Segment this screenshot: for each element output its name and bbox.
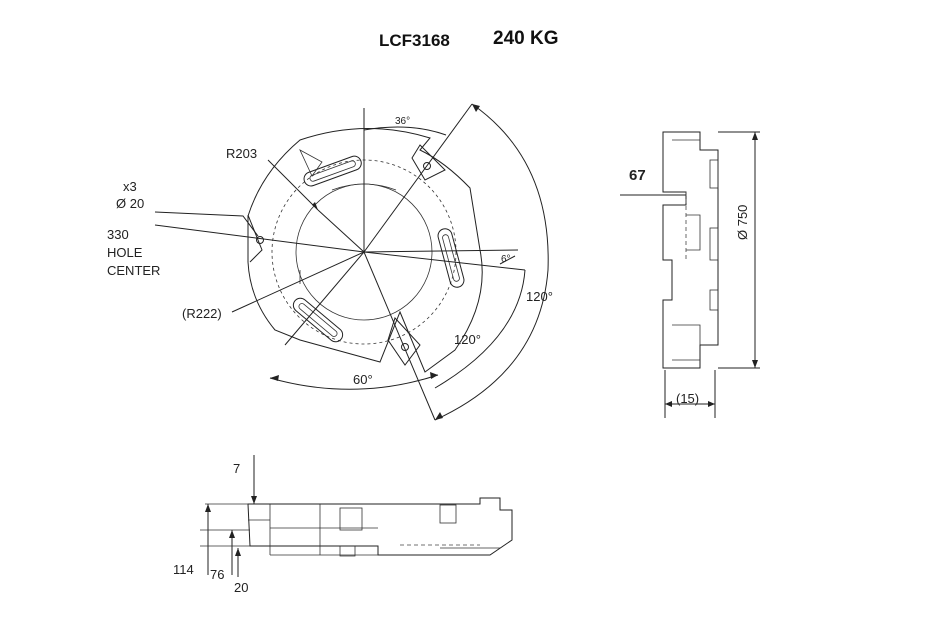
radius-222-label: (R222) bbox=[182, 306, 222, 321]
mounting-hole bbox=[423, 162, 431, 170]
angle-36-label: 36° bbox=[395, 116, 411, 127]
angle-120-inner-label: 120° bbox=[454, 332, 481, 347]
angle-120-outer-label: 120° bbox=[526, 289, 553, 304]
dim-67-label: 67 bbox=[629, 167, 646, 184]
front-view bbox=[200, 455, 513, 577]
dim-7-label: 7 bbox=[233, 461, 241, 476]
dim-76-label: 76 bbox=[210, 567, 225, 582]
weight-label: 240 KG bbox=[493, 28, 559, 49]
dim-20-label: 20 bbox=[234, 580, 249, 595]
side-view bbox=[620, 131, 760, 418]
radius-203-label: R203 bbox=[226, 146, 258, 161]
slot-bottom bbox=[292, 297, 344, 343]
model-number: LCF3168 bbox=[379, 31, 450, 50]
mounting-hole bbox=[256, 236, 264, 244]
dim-114-label: 114 bbox=[173, 562, 194, 577]
mounting-hole bbox=[401, 343, 409, 351]
tab-top-right bbox=[411, 144, 446, 181]
top-view-dimensions bbox=[154, 103, 549, 421]
notch-top bbox=[299, 149, 323, 177]
angle-60-label: 60° bbox=[353, 372, 373, 387]
dim-15-label: (15) bbox=[676, 391, 700, 406]
diameter-750-label: Ø 750 bbox=[735, 204, 750, 240]
slot-right bbox=[437, 228, 465, 288]
slot-top bbox=[303, 155, 362, 187]
holes-count-label: x3 bbox=[123, 179, 137, 194]
tab-left bbox=[247, 214, 263, 263]
hole-center-value: 330 bbox=[107, 227, 129, 242]
hole-center-line2: CENTER bbox=[107, 263, 161, 278]
hole-center-line1: HOLE bbox=[107, 245, 143, 260]
angle-6-label: 6° bbox=[501, 254, 511, 265]
hole-diameter-label: Ø 20 bbox=[116, 196, 145, 211]
tab-bottom-right bbox=[387, 317, 421, 366]
